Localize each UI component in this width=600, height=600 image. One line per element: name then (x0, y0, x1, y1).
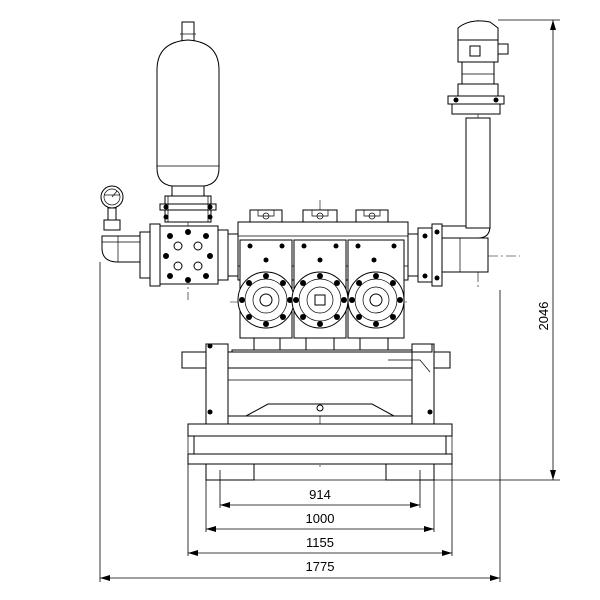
dimension-1775-label: 1775 (306, 559, 335, 574)
power-end-and-skid (181, 337, 453, 481)
discharge-manifold-left (139, 223, 239, 287)
pressure-gauge (100, 185, 141, 263)
dimension-1000-label: 1000 (306, 511, 335, 526)
dimension-lines (99, 19, 560, 582)
dimension-2046-label: 2046 (536, 302, 551, 331)
pulsation-dampener (156, 21, 220, 223)
dimension-1155-label: 1155 (306, 535, 334, 550)
fluid-end (237, 209, 409, 339)
discharge-outlet-right (407, 20, 509, 287)
dimension-914-label: 914 (309, 487, 331, 502)
